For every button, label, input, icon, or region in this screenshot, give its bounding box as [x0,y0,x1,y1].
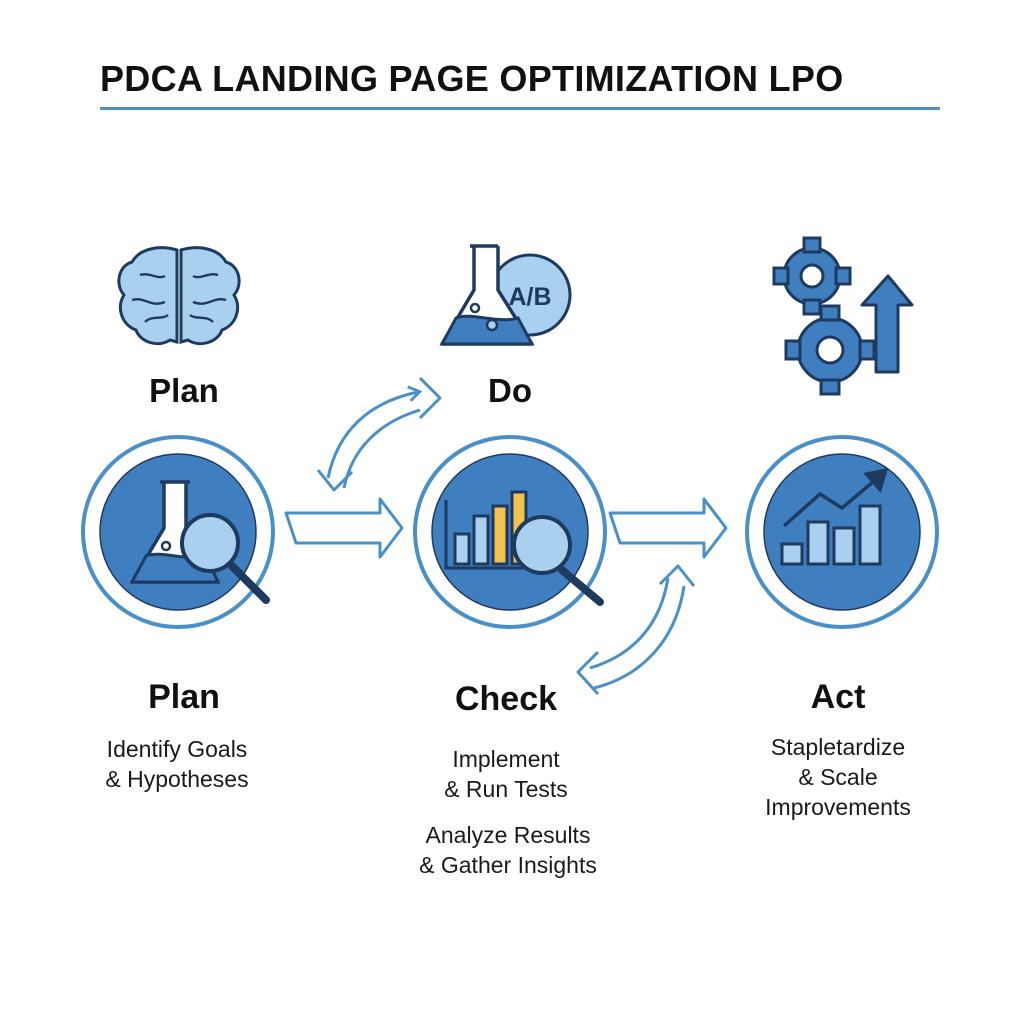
do-desc-line-1: Implement [452,746,560,772]
title-underline [100,107,940,110]
check-description: Analyze Results & Gather Insights [419,820,597,880]
act-desc-line-3: Improvements [765,794,911,820]
check-label: Check [454,680,558,718]
ab-badge-text: A/B [508,283,551,311]
flask-magnifier-icon [129,480,270,604]
flask-ab-icon: A/B [439,244,572,346]
act-desc-line-1: Stapletardize [770,734,906,760]
cycle-arrow-bottom [576,564,696,696]
bar-chart-magnifier-icon [444,490,604,606]
do-circle [413,435,607,629]
plan-bottom-label: Plan [148,678,220,716]
act-label: Act [810,678,866,716]
act-description: Stapletardize & Scale Improvements [765,732,911,822]
do-description: Implement & Run Tests [444,744,568,804]
do-to-act-arrow [608,497,728,559]
plan-desc-line-2: & Hypotheses [105,766,249,792]
brain-icon [117,246,241,346]
plan-to-do-arrow [284,497,404,559]
do-desc-line-2: & Run Tests [444,776,568,802]
plan-description: Identify Goals & Hypotheses [105,734,248,794]
page-title: PDCA LANDING PAGE OPTIMIZATION LPO [100,58,844,99]
growth-chart-icon [780,468,889,566]
cycle-arrow-top [316,376,442,492]
do-top-label: Do [488,372,532,409]
check-desc-line-2: & Gather Insights [419,852,597,878]
check-desc-line-1: Analyze Results [425,822,591,848]
plan-top-label: Plan [149,372,219,409]
plan-desc-line-1: Identify Goals [106,736,248,762]
gears-arrow-icon [772,236,914,396]
act-desc-line-2: & Scale [798,764,878,790]
